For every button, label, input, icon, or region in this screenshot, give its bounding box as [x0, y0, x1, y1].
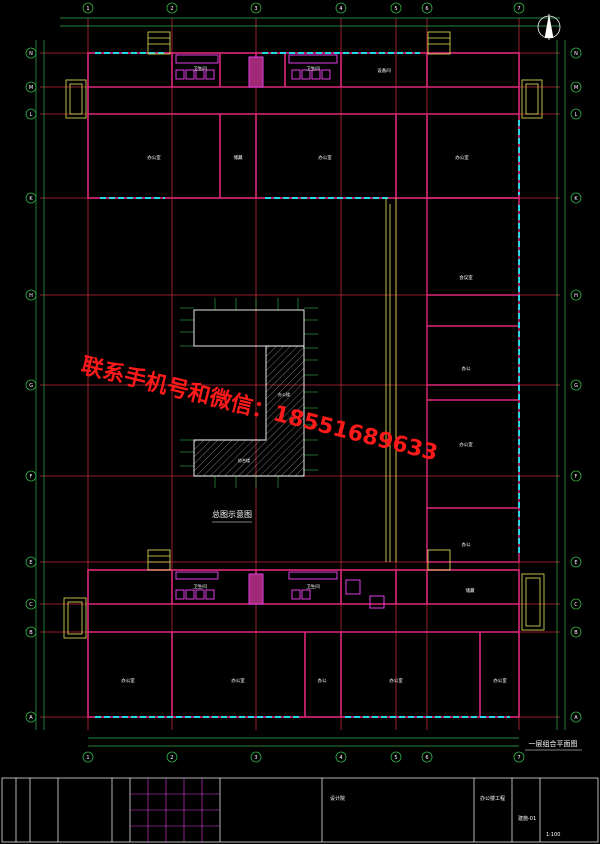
axis-row-b: B	[29, 630, 33, 636]
room-office-1: 办公室	[121, 677, 135, 684]
site-building-b: 综合楼	[238, 457, 250, 463]
axis-col-3: 3	[254, 6, 257, 12]
axis-col-3b: 3	[254, 755, 257, 761]
title-block-text: 设计院 办公楼工程 建施-01 1:100	[330, 795, 560, 838]
stair-bottom	[63, 549, 545, 639]
room-office-3: 办公	[318, 677, 327, 684]
axis-row-c: C	[29, 602, 33, 608]
axis-row-a-r: A	[574, 715, 578, 721]
dimension-lines	[35, 17, 566, 747]
axis-row-c-r: C	[574, 602, 578, 608]
corridor-edge	[385, 198, 397, 562]
axis-row-n: N	[29, 51, 33, 57]
drawing-title: 一层组合平面图	[529, 739, 578, 748]
toilet-fixtures-top	[175, 54, 338, 88]
site-plan: 办公楼 综合楼 总图示意图	[180, 298, 318, 523]
room-office-c: 办公室	[455, 154, 469, 161]
axis-col-7: 7	[517, 6, 520, 12]
title-sheet: 建施-01	[518, 815, 536, 822]
room-office-2: 办公室	[231, 677, 245, 684]
room-office-5: 办公室	[493, 677, 507, 684]
north-arrow-icon	[537, 14, 561, 40]
axis-col-2b: 2	[170, 755, 173, 761]
axis-row-l-r: L	[575, 112, 578, 118]
axis-row-m: M	[29, 85, 33, 91]
room-office-a: 办公室	[147, 154, 161, 161]
top-room-labels: 卫生间 卫生间 设备间 办公室 储藏 办公室 办公室	[147, 65, 469, 161]
bottom-room-labels: 卫生间 卫生间 储藏 办公室 办公室 办公 办公室 办公室	[121, 583, 507, 684]
toilet-fixtures-bottom	[175, 571, 385, 609]
axis-row-m-r: M	[574, 85, 578, 91]
axis-row-n-r: N	[574, 51, 578, 57]
bottom-block-walls	[87, 569, 520, 718]
axis-col-1b: 1	[86, 755, 89, 761]
title-company: 设计院	[330, 795, 345, 802]
room-right-1: 会议室	[459, 274, 473, 281]
room-toilet-w-top: 卫生间	[193, 65, 207, 72]
room-storage: 储藏	[234, 154, 243, 161]
room-store-bottom: 储藏	[466, 587, 475, 594]
site-plan-markers	[180, 298, 318, 488]
title-scale: 1:100	[546, 832, 560, 838]
right-wing-walls	[426, 197, 520, 563]
axis-col-2: 2	[170, 6, 173, 12]
axis-col-7b: 7	[517, 755, 520, 761]
axis-col-1: 1	[86, 6, 89, 12]
axis-row-k-r: K	[574, 196, 578, 202]
top-block-walls	[87, 52, 520, 199]
stair-top-left	[65, 31, 543, 119]
axis-row-a: A	[29, 715, 33, 721]
axis-row-e: E	[29, 560, 32, 566]
axis-row-h: H	[29, 293, 33, 299]
axis-col-6: 6	[425, 6, 428, 12]
title-project: 办公楼工程	[480, 795, 505, 802]
room-right-4: 办公	[462, 541, 471, 548]
axis-col-5b: 5	[394, 755, 397, 761]
axis-col-4: 4	[339, 6, 342, 12]
right-room-labels: 会议室 办公 办公室 办公	[459, 274, 473, 548]
room-equip-top: 设备间	[377, 67, 391, 74]
axis-col-6b: 6	[425, 755, 428, 761]
axis-row-l: L	[30, 112, 33, 118]
room-office-4: 办公室	[389, 677, 403, 684]
room-right-3: 办公室	[459, 441, 473, 448]
top-windows	[95, 52, 520, 199]
axis-labels: 1 2 3 4 5 6 7 1 2 3 4 5 6 7 N M L K H G …	[29, 6, 579, 761]
axis-row-h-r: H	[574, 293, 578, 299]
axis-row-f: F	[30, 474, 33, 480]
site-plan-title: 总图示意图	[212, 509, 252, 519]
axis-row-e-r: E	[574, 560, 577, 566]
axis-row-g: G	[29, 383, 33, 389]
axis-col-4b: 4	[339, 755, 342, 761]
room-right-2: 办公	[462, 365, 471, 372]
room-toilet-m-bottom: 卫生间	[306, 583, 320, 590]
axis-row-b-r: B	[574, 630, 578, 636]
title-block-grid	[130, 778, 220, 842]
axis-col-5: 5	[394, 6, 397, 12]
room-toilet-w-bottom: 卫生间	[193, 583, 207, 590]
axis-bubbles	[25, 2, 582, 763]
room-toilet-m-top: 卫生间	[306, 65, 320, 72]
axis-row-k: K	[29, 196, 33, 202]
axis-row-f-r: F	[575, 474, 578, 480]
title-block-frame	[1, 777, 599, 843]
site-building-a: 办公楼	[278, 391, 290, 397]
room-office-b: 办公室	[318, 154, 332, 161]
axis-row-g-r: G	[574, 383, 578, 389]
